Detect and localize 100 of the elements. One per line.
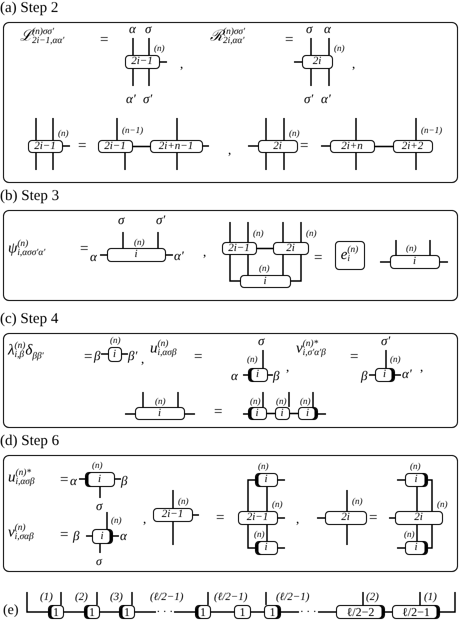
superscript-label: (n): [410, 462, 420, 471]
comma: ,: [420, 360, 424, 373]
index-label: β: [73, 529, 80, 542]
equals-sign: =: [314, 251, 322, 266]
tensor-box: i: [92, 528, 112, 544]
panel-label: (e): [3, 604, 19, 618]
index-label: α: [70, 474, 77, 487]
tensor-box: i: [84, 472, 114, 486]
comma: ,: [143, 512, 146, 525]
superscript-label: (2): [366, 592, 379, 603]
index-label: β′: [128, 349, 138, 362]
equals-sign: =: [84, 350, 92, 365]
index-label: α: [129, 22, 136, 35]
tensor-formula: λ$^{(n)}$$_{i,β}$δ$_{ββ′}$: [8, 342, 44, 362]
superscript-label: (1): [40, 592, 53, 603]
tensor-bond: [135, 611, 195, 613]
superscript-label: (n): [110, 336, 120, 345]
tensor-box: 2i: [324, 510, 366, 524]
superscript-label: (2): [75, 592, 88, 603]
tensor-bond: [133, 146, 150, 148]
tensor-box: i: [274, 406, 290, 420]
index-label: α′: [321, 92, 331, 105]
tensor-bond: [428, 525, 433, 549]
tensor-bond: [229, 255, 240, 282]
tensor-box: 1: [84, 605, 100, 619]
superscript-label: (n): [58, 129, 68, 138]
tensor-bond: [247, 479, 255, 511]
tensor-box: 2i−1: [98, 140, 132, 152]
superscript-label: (n): [390, 355, 400, 364]
superscript-label: (n): [437, 500, 448, 509]
tensor-box: i: [404, 472, 428, 486]
tensor-box: 1: [195, 605, 211, 619]
index-label: σ′: [381, 334, 390, 347]
equals-sign: =: [216, 511, 224, 526]
superscript-label: (n): [334, 44, 344, 53]
tensor-box: 2i−1: [222, 242, 256, 254]
tensor-box: ℓ/2−2: [336, 605, 385, 619]
index-label: σ: [96, 499, 102, 512]
superscript-label: (n): [352, 497, 362, 506]
tensor-box: i: [248, 368, 268, 382]
tensor-box: 1: [119, 605, 135, 619]
tensor-bond: [428, 479, 433, 511]
tensor-box: i: [254, 540, 278, 554]
tensor-box: 2i−1: [124, 54, 160, 68]
tensor-box: 2i+2: [392, 140, 432, 152]
superscript-label: σ: [96, 555, 102, 567]
tensor-box: 1: [234, 605, 251, 619]
index-label: α′: [126, 92, 136, 105]
tensor-box: i: [254, 472, 278, 486]
superscript-label: (n): [134, 238, 144, 247]
equals-sign: =: [300, 139, 308, 154]
tensor-bond: [211, 611, 234, 613]
equals-sign: =: [285, 33, 294, 48]
superscript-label: (n): [276, 397, 286, 406]
superscript-label: (n): [258, 462, 268, 471]
tensor-box: i: [108, 346, 122, 362]
tensor-box: 2i+n−1: [150, 140, 202, 152]
index-label: β: [94, 349, 100, 362]
superscript-label: (ℓ/2−1): [150, 592, 184, 603]
tensor-box: 2i−1: [238, 510, 278, 524]
tensor-box: 2i: [258, 140, 298, 152]
tensor-box: 2i: [272, 242, 308, 254]
tensor-bond: [282, 255, 284, 275]
index-label: σ′: [304, 92, 314, 105]
equals-sign: =: [369, 511, 378, 526]
equals-sign: =: [214, 405, 222, 420]
equals-sign: =: [350, 350, 358, 365]
index-label: α: [324, 22, 331, 35]
superscript-label: (n−1): [122, 126, 144, 135]
superscript-label: (3): [110, 592, 123, 603]
tensor-bond: [281, 611, 336, 613]
index-label: σ: [145, 22, 152, 35]
tensor-bond: [290, 412, 298, 414]
index-label: α: [120, 529, 127, 542]
tensor-box: 2i: [302, 54, 332, 68]
tensor-box: 1: [48, 605, 64, 619]
index-label: σ: [258, 334, 264, 347]
equals-sign: =: [60, 528, 68, 543]
tensor-bond: [266, 487, 268, 511]
comma: ,: [228, 143, 232, 156]
superscript-label: (n): [404, 530, 414, 539]
superscript-label: (n): [250, 397, 260, 406]
tensor-bond: [375, 146, 393, 148]
panel-title: (d) Step 6: [0, 434, 60, 449]
index-label: σ: [306, 22, 312, 35]
panel-title: (c) Step 4: [0, 312, 58, 327]
index-label: σ′: [143, 92, 152, 105]
tensor-bond: [257, 248, 273, 250]
index-label: σ′: [156, 213, 166, 226]
tensor-box: i: [240, 274, 290, 288]
equals-sign: =: [100, 33, 108, 48]
superscript-label: (n): [300, 397, 310, 406]
tensor-bond: [267, 412, 275, 414]
superscript-label: (n): [247, 355, 258, 364]
superscript-label: (n): [155, 397, 166, 406]
tensor-box: i: [134, 406, 184, 420]
superscript-label: (n): [259, 264, 270, 273]
superscript-label: (n): [253, 229, 264, 238]
index-label: α: [90, 250, 97, 263]
superscript-label: (n): [306, 229, 316, 238]
